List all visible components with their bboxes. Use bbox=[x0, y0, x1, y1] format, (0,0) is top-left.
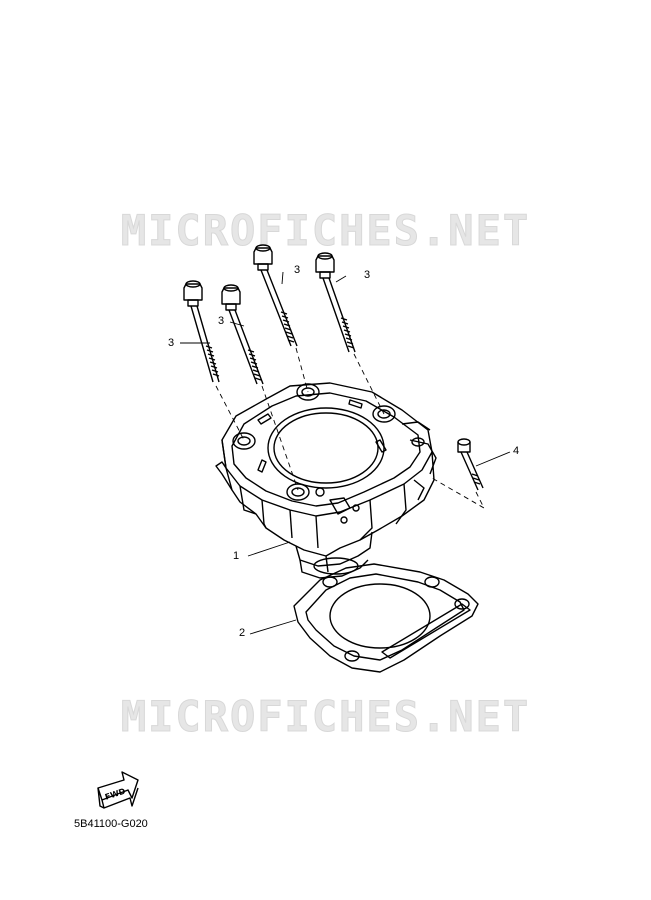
leader-lines bbox=[180, 271, 511, 635]
fwd-arrow-icon bbox=[97, 771, 139, 809]
callout-part-3-c: 3 bbox=[294, 264, 301, 276]
diagram-code: 5B41100-G020 bbox=[74, 818, 148, 830]
watermark-bottom: MICROFICHES.NET bbox=[120, 692, 531, 742]
stud-bolts bbox=[183, 244, 356, 385]
callout-part-1: 1 bbox=[233, 550, 240, 562]
fwd-label: FWD bbox=[104, 787, 127, 802]
gasket bbox=[293, 563, 479, 673]
callout-part-3-d: 3 bbox=[364, 269, 371, 281]
watermark-top: MICROFICHES.NET bbox=[120, 206, 531, 256]
cylinder-body bbox=[215, 382, 437, 579]
callout-part-3-a: 3 bbox=[168, 337, 175, 349]
callout-part-2: 2 bbox=[239, 627, 246, 639]
callout-part-3-b: 3 bbox=[218, 315, 225, 327]
callout-part-4: 4 bbox=[513, 445, 520, 457]
assembly-lines bbox=[215, 347, 485, 509]
bolt-part-4 bbox=[457, 438, 484, 491]
